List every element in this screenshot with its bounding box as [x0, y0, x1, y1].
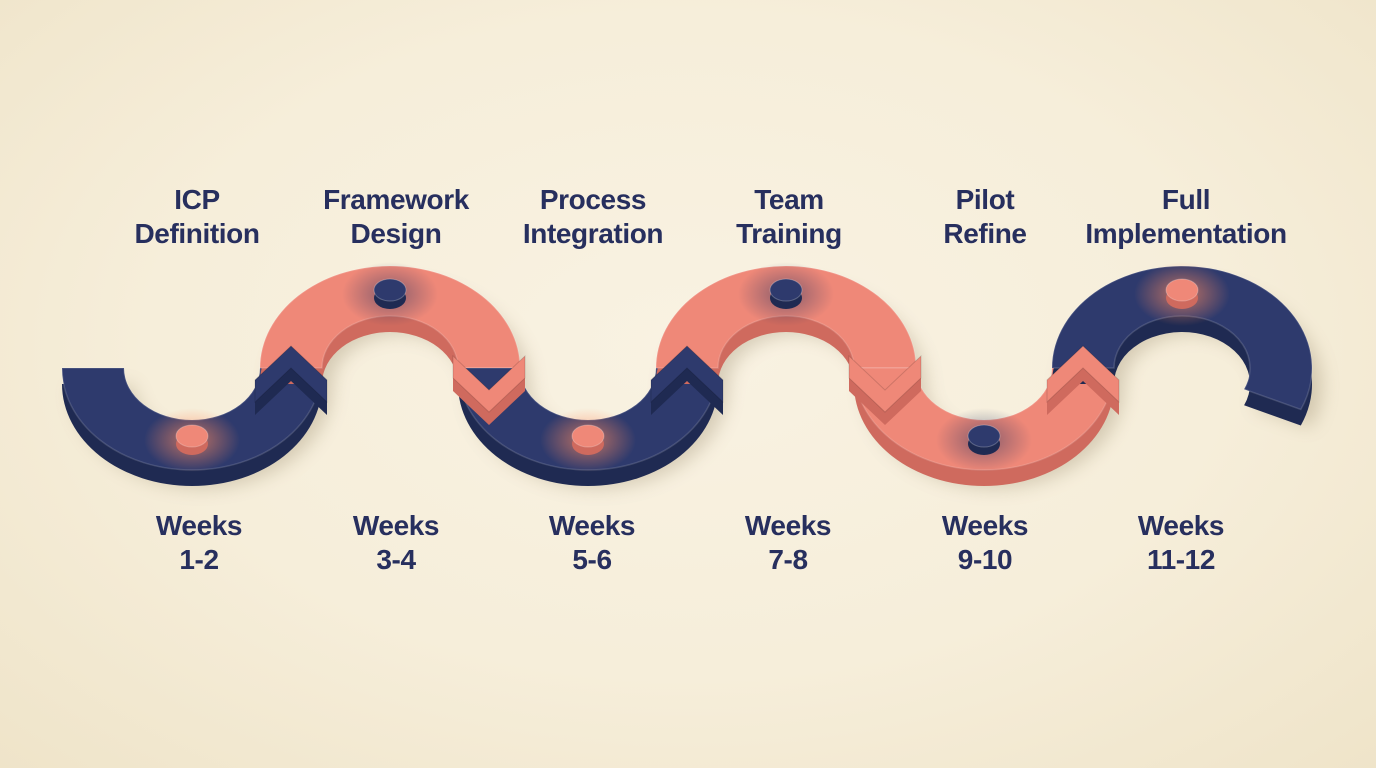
phase-weeks-line: Weeks — [548, 510, 636, 541]
phase-title-line: Process — [539, 184, 647, 215]
phase-title-line: Team — [754, 184, 824, 215]
phase-title-line: Definition — [134, 218, 260, 249]
phase-title-line: Training — [736, 218, 842, 249]
phase-title-line: ICP — [174, 184, 220, 215]
chevron-connector-4 — [848, 354, 922, 425]
phase-weeks-line: Weeks — [155, 510, 243, 541]
phase-weeks-line: Weeks — [744, 510, 832, 541]
phase-weeks-line: 11-12 — [1146, 544, 1216, 575]
milestone-dot-1 — [144, 408, 240, 472]
phase-title-line: Implementation — [1085, 218, 1287, 249]
phase-weeks-line: 5-6 — [572, 544, 612, 575]
milestone-dot-4 — [738, 262, 834, 326]
phase-title-line: Integration — [522, 218, 664, 249]
phase-weeks-line: 7-8 — [768, 544, 808, 575]
milestone-dot-6 — [1134, 262, 1230, 326]
phase-title-line: Pilot — [955, 184, 1015, 215]
phase-weeks-line: Weeks — [1137, 510, 1225, 541]
phase-weeks-line: 3-4 — [376, 544, 416, 575]
phase-weeks-line: Weeks — [941, 510, 1029, 541]
phase-weeks-line: Weeks — [352, 510, 440, 541]
chevron-connector-1 — [254, 345, 328, 415]
phase-weeks-line: 9-10 — [957, 544, 1013, 575]
phase-title-line: Refine — [943, 218, 1027, 249]
chevron-connector-3 — [650, 345, 724, 415]
milestone-dot-3 — [540, 408, 636, 472]
milestone-dot-5 — [936, 408, 1032, 472]
chevron-connector-2 — [452, 354, 526, 425]
phase-title-line: Design — [350, 218, 442, 249]
milestone-dot-2 — [342, 262, 438, 326]
chevron-connector-5 — [1046, 345, 1120, 415]
phase-title-line: Framework — [323, 184, 469, 215]
phase-weeks-line: 1-2 — [179, 544, 219, 575]
phase-title-line: Full — [1161, 184, 1211, 215]
